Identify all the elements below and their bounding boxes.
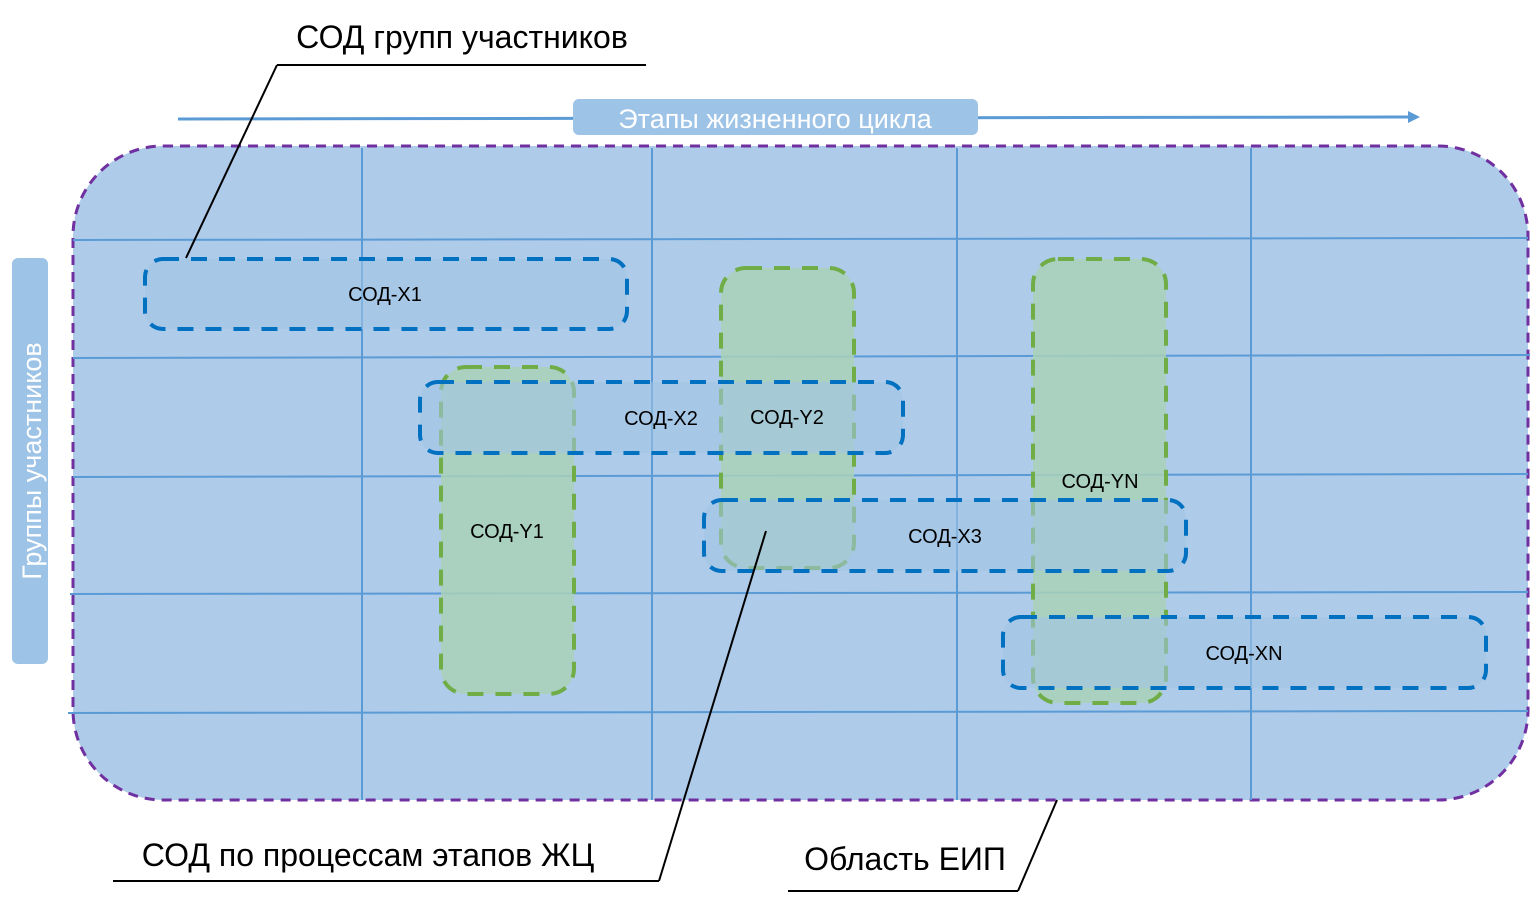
sod-x1-box <box>143 257 629 331</box>
sod-x2-label: СОД-Х2 <box>624 408 698 430</box>
x-boxes <box>143 257 1488 690</box>
callout-leader <box>185 64 278 259</box>
sod-x3-label: СОД-Х3 <box>908 526 982 548</box>
sod-yn-box <box>1031 257 1168 705</box>
sod-xn-label: СОД-XN <box>1205 643 1282 665</box>
sod-y2-label: СОД-Y2 <box>750 407 824 429</box>
sod-x2-box <box>418 380 905 455</box>
callout-participant-groups-text: СОД групп участников <box>296 19 628 55</box>
callout-eip-area <box>788 799 1058 892</box>
callout-participant-groups <box>185 64 646 259</box>
callout-leader <box>658 530 767 882</box>
lifecycle-axis-label: Этапы жизненного цикла <box>618 104 932 134</box>
lifecycle-label-bg <box>573 99 978 135</box>
grid-h-5 <box>67 710 1529 714</box>
sod-yn-label: СОД-YN <box>1061 471 1138 493</box>
callout-process-sod <box>113 530 767 882</box>
grid-h-4 <box>69 591 1529 595</box>
sod-xn-box <box>1001 615 1488 690</box>
callout-process-sod-text: СОД по процессам этапов ЖЦ <box>142 837 595 873</box>
lifecycle-arrow-head <box>1408 111 1420 123</box>
callout-eip-area-text: Область ЕИП <box>804 841 1006 877</box>
grid-h-1 <box>72 237 1529 241</box>
sod-x3-box <box>702 498 1188 573</box>
participants-axis-label: Группы участников <box>17 342 47 579</box>
sod-y1-label: СОД-Y1 <box>470 521 544 543</box>
sod-x1-label: СОД-Х1 <box>348 284 422 306</box>
participants-label-bg <box>12 258 48 664</box>
callout-leader <box>1017 799 1058 892</box>
